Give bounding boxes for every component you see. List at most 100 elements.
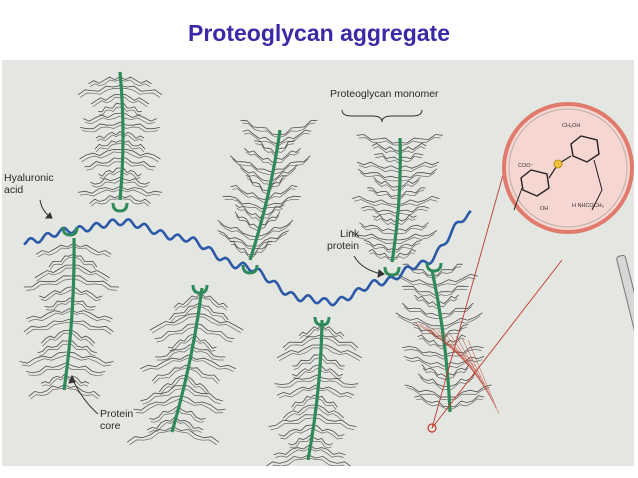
- gag-chain: [396, 190, 424, 199]
- gag-chain: [66, 351, 114, 364]
- gag-chain: [169, 303, 199, 320]
- n-acetylglucosamine-ring: [570, 135, 600, 163]
- label-link-protein: Link protein: [327, 228, 360, 252]
- gag-chain: [200, 295, 227, 311]
- gag-chain: [30, 387, 65, 400]
- gag-chain: [67, 329, 95, 344]
- gag-chain: [173, 429, 217, 446]
- gag-chain: [401, 285, 436, 296]
- gag-chain: [288, 434, 311, 446]
- gag-chain: [150, 409, 178, 423]
- gag-chain: [275, 447, 310, 458]
- gag-chain: [449, 398, 483, 411]
- gag-chain: [446, 376, 475, 391]
- gag-chain: [142, 388, 182, 405]
- highlight-strand: [449, 333, 491, 397]
- glycosidic-oxygen: [553, 159, 563, 169]
- gag-chain: [255, 219, 294, 238]
- gag-chain: [433, 273, 478, 286]
- gag-chain: [434, 285, 469, 296]
- gag-chain: [40, 373, 66, 384]
- gag-chain: [397, 165, 438, 173]
- proteoglycan-monomer: [265, 319, 363, 466]
- gag-chain: [119, 88, 160, 98]
- gag-chain: [37, 340, 68, 354]
- pointer-link-protein: [353, 255, 383, 275]
- gag-chain: [373, 146, 400, 155]
- gag-chain: [250, 244, 272, 259]
- gag-chain: [292, 354, 319, 367]
- gag-chain: [196, 313, 244, 331]
- gag-chain: [65, 362, 106, 374]
- link-protein: [191, 284, 209, 295]
- gag-chain: [276, 132, 310, 148]
- gag-chain: [392, 252, 415, 261]
- gag-chain: [365, 242, 393, 253]
- gag-chain: [413, 326, 441, 340]
- gag-chain: [393, 230, 438, 241]
- gag-chain: [41, 329, 68, 344]
- gag-chain: [414, 395, 450, 408]
- gag-chain: [278, 387, 316, 399]
- gag-chain: [245, 175, 267, 191]
- gag-chain: [392, 240, 422, 251]
- gag-chain: [349, 230, 394, 241]
- gag-chain: [404, 356, 445, 367]
- gag-chain: [185, 364, 220, 382]
- gag-chain: [254, 140, 275, 154]
- gag-chain: [36, 267, 73, 282]
- gag-chain: [72, 267, 108, 282]
- gag-chain: [439, 312, 483, 327]
- gag-chain: [392, 248, 416, 258]
- chem-nhcoch3: H NHCOCH₃: [572, 203, 604, 209]
- proteoglycan-monomer: [217, 119, 318, 261]
- gag-chain: [418, 337, 442, 350]
- gag-chain: [437, 306, 472, 319]
- chem-ch2oh: CH₂OH: [562, 123, 581, 129]
- gag-chain: [368, 248, 393, 258]
- gag-chain: [219, 232, 254, 250]
- gag-chain: [367, 187, 397, 197]
- protein-core: [118, 71, 125, 201]
- gag-chain: [291, 364, 318, 377]
- gag-chain: [278, 122, 316, 138]
- gag-chain: [44, 297, 71, 308]
- gag-chain: [242, 129, 277, 145]
- gag-chain: [187, 357, 234, 372]
- gag-chain: [284, 407, 314, 422]
- gag-chain: [89, 176, 121, 185]
- gag-chain: [250, 240, 273, 256]
- gag-chain: [242, 122, 280, 138]
- gag-chain: [312, 417, 355, 431]
- gag-chain: [68, 319, 114, 333]
- gag-chain: [189, 344, 226, 358]
- gag-chain: [396, 187, 426, 197]
- gag-chain: [319, 344, 363, 359]
- gag-chain: [421, 364, 446, 377]
- gag-chain: [71, 278, 117, 291]
- gag-chain: [158, 375, 184, 393]
- label-pointers: [39, 109, 423, 415]
- gag-chain: [119, 179, 149, 188]
- label-protein-core: Protein core: [100, 408, 134, 432]
- gag-chain: [443, 356, 485, 367]
- gag-chain: [41, 376, 66, 387]
- gag-chain: [95, 131, 121, 139]
- gag-chain: [151, 364, 187, 382]
- gag-chain: [98, 102, 121, 113]
- gag-chain: [35, 243, 74, 255]
- gag-chain: [270, 417, 313, 431]
- link-protein: [241, 264, 259, 275]
- gag-chain: [72, 264, 110, 279]
- gag-chain: [282, 404, 314, 419]
- gag-chain: [72, 256, 96, 270]
- gag-chain: [69, 311, 111, 322]
- link-protein: [111, 202, 129, 213]
- gag-chain: [217, 219, 256, 238]
- gag-chain: [64, 376, 89, 387]
- gag-chain: [92, 96, 121, 108]
- gag-chain: [240, 167, 269, 185]
- gag-chain: [196, 316, 242, 334]
- chem-coo: COO⁻: [518, 163, 534, 169]
- gag-chain: [119, 188, 160, 197]
